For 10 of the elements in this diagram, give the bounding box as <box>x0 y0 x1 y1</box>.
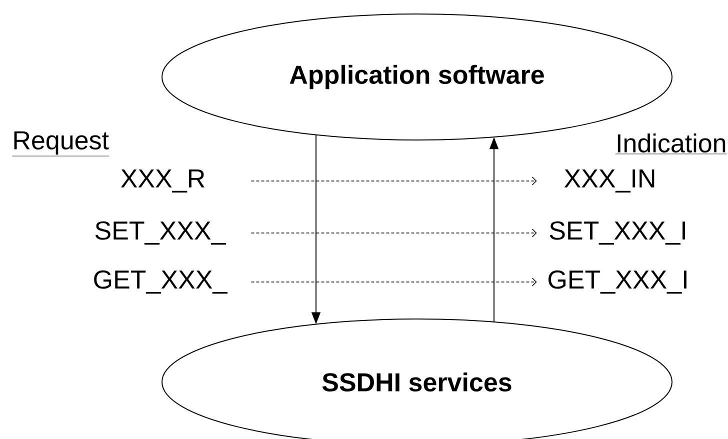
arrow <box>250 176 537 186</box>
column-heading: Request <box>12 131 110 156</box>
signal-name: XXX_IN <box>564 169 654 193</box>
signal-name: GET_XXX_I <box>548 270 686 294</box>
arrow <box>250 228 537 238</box>
signal-name: XXX_R <box>120 169 204 193</box>
arrow <box>250 278 537 286</box>
signal-name: SET_XXX_I <box>550 221 685 245</box>
signal-name: SET_XXX_ <box>95 221 226 245</box>
signal-name: GET_XXX_ <box>94 270 228 294</box>
